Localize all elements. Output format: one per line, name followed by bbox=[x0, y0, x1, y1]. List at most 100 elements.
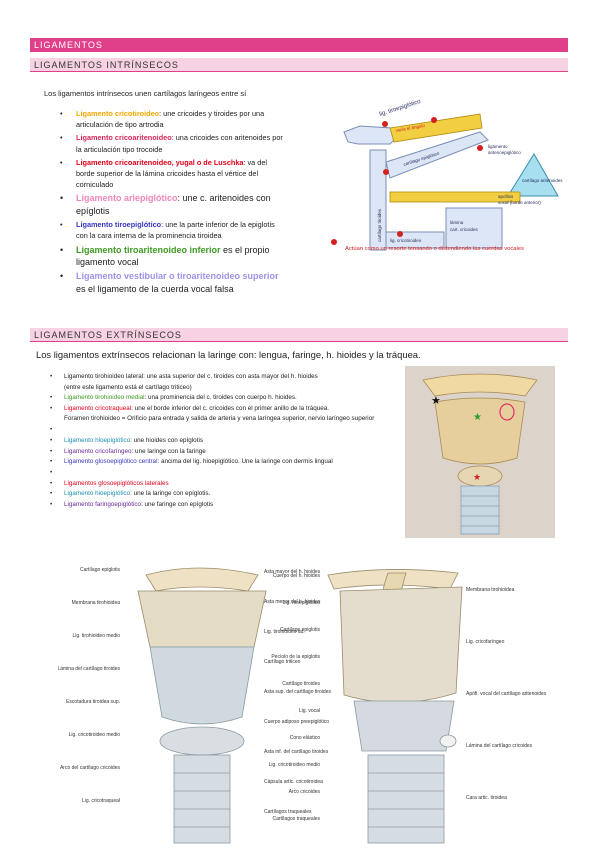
figure-label: Cartílago triticeo bbox=[264, 659, 301, 665]
cricoid-left bbox=[159, 726, 245, 756]
figure-label: Lámina del cartílago tiroides bbox=[58, 666, 120, 672]
label-lig-tiroepiglotico: lig. tiroepiglótico bbox=[379, 99, 422, 118]
list-item: Ligamento cricoaritenoideo: una cricoide… bbox=[60, 132, 285, 154]
figure-label: Cartílago epiglotis bbox=[280, 627, 321, 633]
figure-label: Lig. cricotiroideo medio bbox=[269, 762, 321, 768]
trachea bbox=[460, 485, 500, 535]
epiglottis-arm bbox=[389, 113, 483, 143]
label-cart-cricoides: cart. cricoides bbox=[450, 227, 479, 232]
figure-label: Lig. cricotraqueal bbox=[82, 798, 120, 804]
hyoid-bone-shape bbox=[422, 373, 538, 397]
list-item: Ligamento hioepiglótico: une hioides con… bbox=[50, 436, 380, 447]
label-apofisis: apofisis bbox=[498, 194, 514, 199]
figure-label: Lig. vocal bbox=[299, 708, 320, 714]
list-item: Ligamento faringoepiglótico: une faringe… bbox=[50, 500, 380, 511]
list-item: Ligamento glosoepiglótico central: ancim… bbox=[50, 457, 380, 468]
red-circle-marker bbox=[499, 403, 515, 421]
black-star-icon: ★ bbox=[431, 395, 441, 407]
intrinsic-list: Ligamento cricotiroideo: une cricoides y… bbox=[60, 108, 285, 297]
thyroid-cartilage-right bbox=[339, 586, 463, 703]
figure-label: Cartílago epiglotis bbox=[80, 567, 121, 573]
larynx-neck-illustration: ★ ★ ★ bbox=[405, 366, 555, 538]
trachea-left bbox=[173, 754, 231, 844]
figure-label: Cuerpo del h. hioides bbox=[273, 573, 321, 579]
label-lig-cricotiroideo: lig. cricotiroideo bbox=[390, 238, 422, 243]
anterior-view-figure bbox=[137, 567, 267, 844]
figure-label: Asta sup. del cartílago tiroides bbox=[264, 689, 331, 695]
list-item: Ligamento tirohioideo lateral: une asta … bbox=[50, 372, 380, 393]
figure-label: Lig. tirohioideo lat. bbox=[264, 629, 305, 635]
figure-label: Lig. hioepiglótico bbox=[283, 600, 320, 606]
figure-label: Escotadura tiroidea sup. bbox=[66, 699, 120, 705]
section-banner-intrinsecos: LIGAMENTOS INTRÍNSECOS bbox=[30, 58, 568, 72]
label-cartilago-tiroides: cartílago tiroides bbox=[377, 208, 382, 242]
list-item: Ligamento cricotiroideo: une cricoides y… bbox=[60, 108, 285, 130]
figure-label: Cartílagos traqueales bbox=[272, 816, 320, 822]
list-item: Ligamento cricotraqueal: une el borde in… bbox=[50, 404, 380, 425]
diagram-note: Actúan como un resorte tensando o disten… bbox=[345, 246, 524, 252]
marker-6 bbox=[331, 239, 337, 245]
thyroid-cartilage bbox=[434, 397, 526, 465]
facet-right bbox=[439, 734, 457, 748]
lateral-view-figure bbox=[327, 569, 463, 844]
label-ligamento: ligamento bbox=[488, 144, 508, 149]
arytenoid-shape bbox=[507, 153, 559, 197]
red-star-icon: ★ bbox=[473, 472, 481, 482]
figure-label: Cuerpo adiposo preepiglótico bbox=[264, 719, 329, 725]
section-banner-extrinsecos: LIGAMENTOS EXTRÍNSECOS bbox=[30, 328, 568, 342]
figure-label: Cartílago tiroides bbox=[282, 681, 320, 687]
figure-label: Membrana tirohioidea bbox=[72, 600, 121, 606]
intrinsic-intro: Los ligamentos intrínsecos unen cartílag… bbox=[44, 89, 247, 98]
figure-label: Cápsula artic. cricotiroidea bbox=[264, 779, 323, 785]
figure-label: Cara artic. tiroidea bbox=[466, 795, 507, 801]
label-cartilago-aritenoides: cartílago aritenoides bbox=[522, 178, 563, 183]
vocal-band bbox=[389, 191, 521, 203]
extrinsic-intro: Los ligamentos extrínsecos relacionan la… bbox=[36, 349, 421, 360]
list-item: Ligamento ariepiglótico: une c. aritenoi… bbox=[60, 192, 285, 217]
figure-label: Asta menor del h. hioides bbox=[264, 599, 321, 605]
marker-5 bbox=[397, 231, 403, 237]
figure-label: Asta inf. del cartílago tiroides bbox=[264, 749, 329, 755]
figure-label: Apófi. vocal del cartílago aritenoides bbox=[466, 691, 547, 697]
cricoid-lamina-shape bbox=[445, 207, 503, 249]
thyroid-membrane-left bbox=[137, 590, 267, 648]
figure-label: Cono elástico bbox=[290, 735, 321, 741]
label-lamina: lámina bbox=[450, 220, 464, 225]
figure-label: Lámina del cartílago cricoides bbox=[466, 743, 533, 749]
figure-label: Pecíolo de la epiglotis bbox=[271, 654, 320, 660]
extrinsic-list: Ligamento tirohioideo lateral: une asta … bbox=[50, 372, 380, 511]
thyroid-cartilage-left bbox=[149, 646, 255, 725]
figure-label: Lig. cricotiroideo medio bbox=[69, 732, 121, 738]
label-aritenoepiglotico: aritenoepiglótico bbox=[488, 150, 521, 155]
section-banner-ligamentos: LIGAMENTOS bbox=[30, 38, 568, 52]
cricoid-right bbox=[353, 700, 455, 752]
marker-4 bbox=[383, 169, 389, 175]
figure-label: Lig. cricofaríngeo bbox=[466, 639, 505, 645]
marker-2 bbox=[431, 117, 437, 123]
list-item: Ligamento cricoaritenoideo, yugal o de L… bbox=[60, 157, 285, 191]
figure-label: Arco cricoides bbox=[289, 789, 321, 795]
figure-label: Asta mayor del h. hioides bbox=[264, 569, 321, 575]
list-item: Ligamentos glosoepiglóticos laterales bbox=[50, 479, 380, 490]
marker-3 bbox=[477, 145, 483, 151]
figure-label: Lig. tirohioideo medio bbox=[72, 633, 120, 639]
figure-label: Arco del cartílago cricoides bbox=[60, 765, 121, 771]
green-star-icon: ★ bbox=[473, 412, 482, 423]
marker-1 bbox=[382, 121, 388, 127]
thyroid-cartilage-shape bbox=[369, 149, 387, 251]
list-item: Ligamento tirohioideo medial: una promin… bbox=[50, 393, 380, 404]
trachea-right bbox=[367, 754, 445, 844]
hyoid-left bbox=[145, 567, 259, 592]
figure-label: Cartílagos traqueales bbox=[264, 809, 312, 815]
figure-label: Membrana tirohioidea bbox=[466, 587, 515, 593]
spacer bbox=[50, 468, 380, 479]
list-item: Ligamento vestibular o tiroaritenoideo s… bbox=[60, 270, 285, 295]
list-item: Ligamento cricofaríngeo: une laringe con… bbox=[50, 447, 380, 458]
ligament-diagram: lig. tiroepiglótico varía el ángulo cart… bbox=[331, 99, 563, 251]
label-varia-angulo: varía el ángulo bbox=[395, 123, 425, 133]
